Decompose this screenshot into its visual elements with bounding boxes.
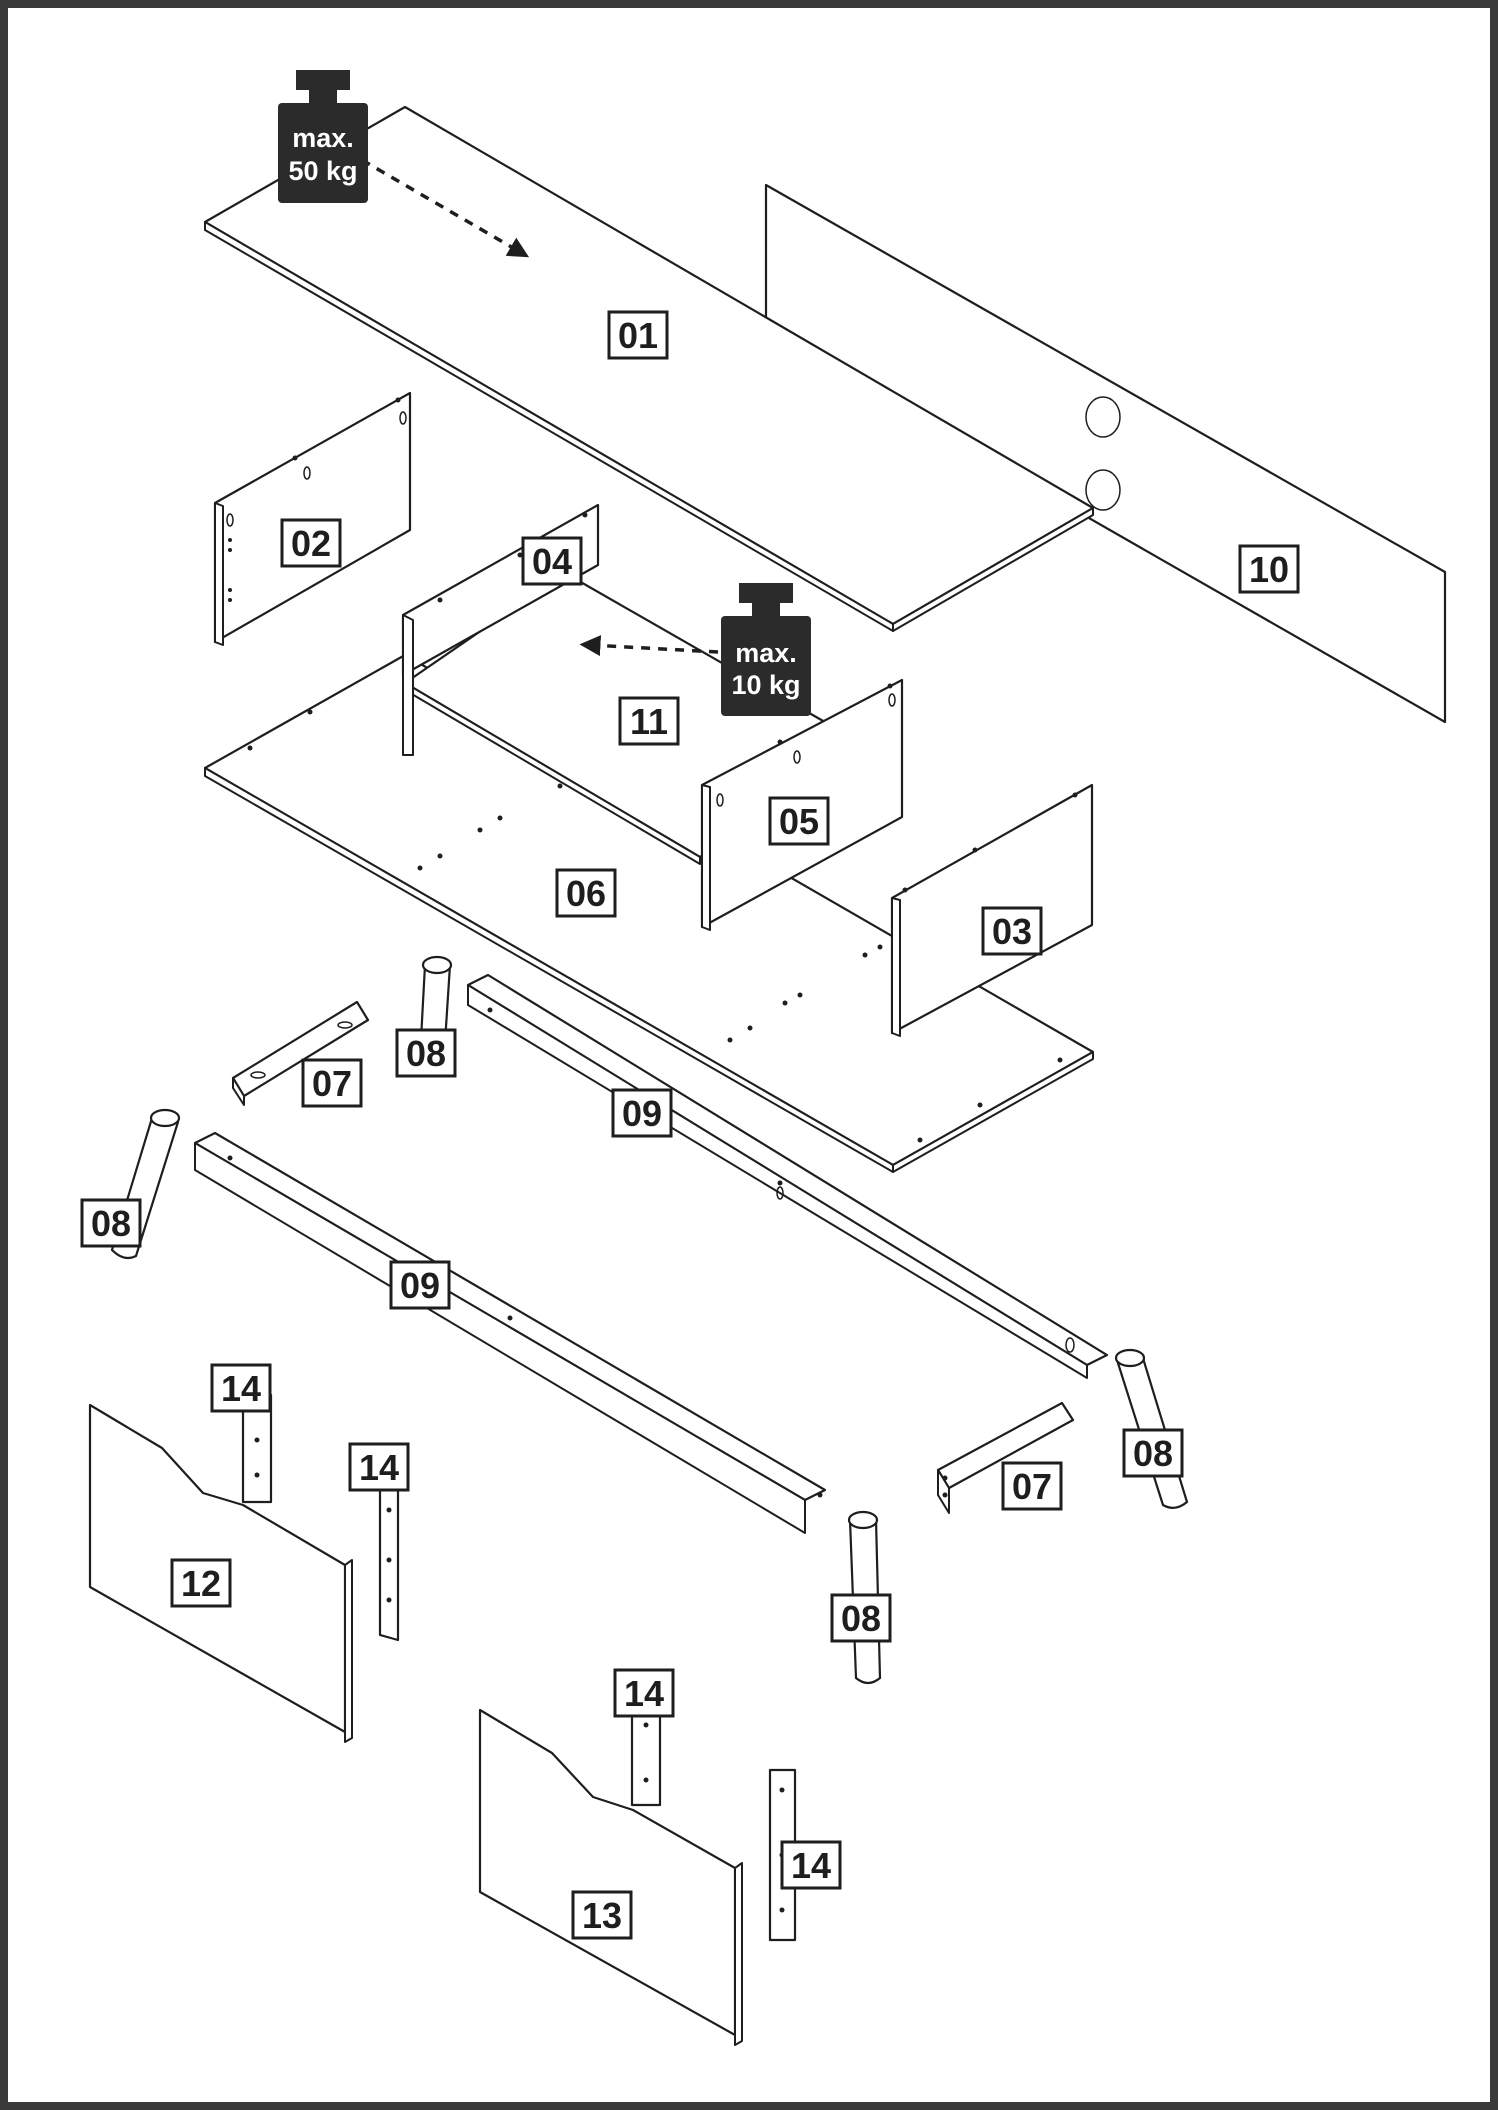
label-leg-front-left: 08 [80,1198,142,1248]
label-bracket-left: 07 [301,1058,363,1108]
label-leg-back-left: 08 [395,1028,457,1078]
cable-hole [1085,396,1121,438]
rail-front [193,1131,827,1534]
label-text: 03 [992,911,1032,952]
weight-icon [721,583,811,716]
label-text: 09 [400,1265,440,1306]
label-top-panel: 01 [607,310,669,360]
label-text: 14 [791,1845,831,1886]
weight-limit-line2: 50 kg [288,156,357,186]
label-text: 06 [566,873,606,914]
label-text: 01 [618,315,658,356]
label-rail-back: 09 [611,1088,673,1138]
label-door-left: 12 [170,1558,232,1608]
label-back-panel: 10 [1238,544,1300,594]
bracket-left [231,1000,370,1106]
weight-limit-top: max. 50 kg [278,70,368,203]
label-text: 05 [779,801,819,842]
label-text: 04 [532,541,572,582]
bottom-panel [203,653,1095,1173]
label-text: 11 [630,701,668,742]
label-leg-front-right: 08 [830,1593,892,1643]
label-hinge-d: 14 [780,1840,842,1890]
label-text: 14 [221,1368,261,1409]
label-text: 14 [624,1673,664,1714]
rail-back [466,973,1109,1379]
door-right [478,1708,743,2046]
left-side [213,391,412,646]
weight-icon [278,70,368,203]
label-text: 08 [1133,1433,1173,1474]
label-hinge-c: 14 [613,1668,675,1718]
label-left-side: 02 [280,518,342,568]
cable-hole [1085,469,1121,511]
label-hinge-b: 14 [348,1442,410,1492]
label-bottom-panel: 06 [555,868,617,918]
label-rail-front: 09 [389,1260,451,1310]
label-text: 12 [181,1563,221,1604]
label-text: 10 [1249,549,1289,590]
label-text: 13 [582,1895,622,1936]
hinge-c [630,1698,662,1807]
label-divider-a: 04 [521,536,583,586]
label-leg-back-right: 08 [1122,1428,1184,1478]
label-text: 07 [312,1063,352,1104]
label-text: 14 [359,1447,399,1488]
label-hinge-a: 14 [210,1363,272,1413]
label-text: 07 [1012,1466,1052,1507]
label-text: 02 [291,523,331,564]
bracket-right [936,1401,1075,1514]
label-bracket-right: 07 [1001,1461,1063,1511]
weight-limit-line2: 10 kg [731,670,800,700]
label-shelf: 11 [618,696,680,746]
top-panel [203,105,1095,632]
weight-limit-line1: max. [735,638,797,668]
load-arrow [579,635,719,657]
label-text: 08 [91,1203,131,1244]
label-text: 08 [406,1033,446,1074]
label-text: 09 [622,1093,662,1134]
label-door-right: 13 [571,1890,633,1940]
label-text: 08 [841,1598,881,1639]
load-arrow [361,158,530,258]
label-divider-b: 05 [768,796,830,846]
weight-limit-line1: max. [292,123,354,153]
label-right-side: 03 [981,906,1043,956]
weight-limit-shelf: max. 10 kg [721,583,811,716]
